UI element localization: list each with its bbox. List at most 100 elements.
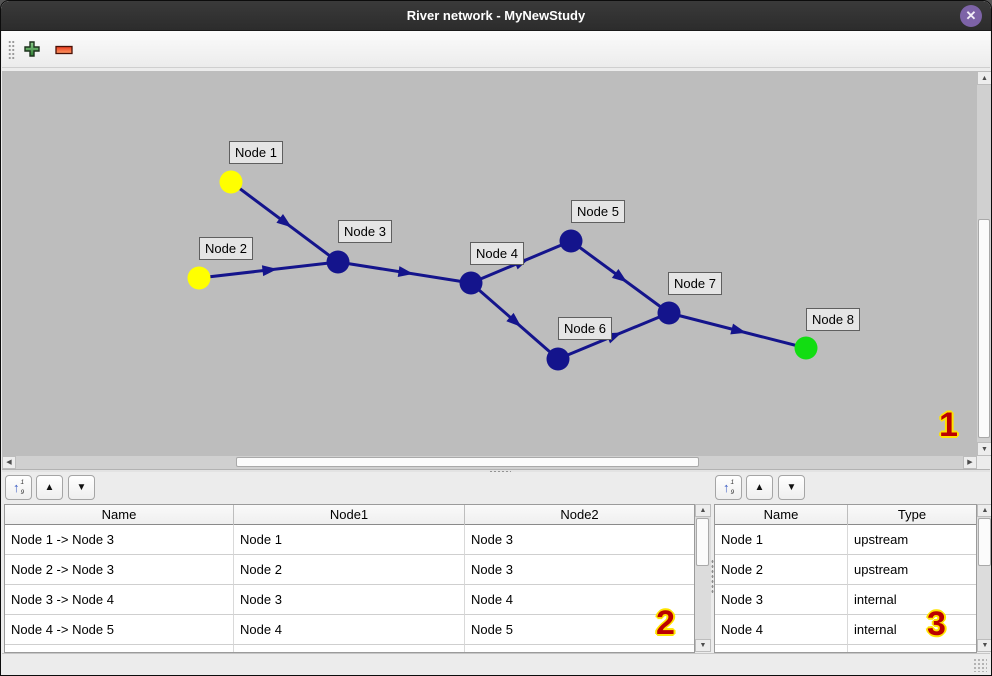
network-node[interactable] [326,250,350,274]
table-cell[interactable] [465,645,694,652]
table-cell[interactable]: upstream [848,555,976,585]
network-node[interactable] [459,271,483,295]
table-cell[interactable]: Node 1 [234,525,465,555]
links-move-down-button[interactable]: ▼ [68,475,95,500]
vertical-scroll-thumb[interactable] [696,518,709,566]
vertical-scroll-thumb[interactable] [978,219,990,438]
network-graph [187,170,818,371]
main-toolbar [2,31,990,68]
node-label[interactable]: Node 6 [558,317,612,340]
tables-splitter[interactable] [711,504,714,652]
column-header[interactable]: Name [715,505,848,525]
scroll-down-icon: ▼ [981,446,988,453]
scroll-right-icon: ▶ [967,459,973,466]
table-cell[interactable]: Node 2 [234,555,465,585]
table-cell[interactable]: Node 4 [465,585,694,615]
network-node[interactable] [559,229,583,253]
vertical-scroll-thumb[interactable] [978,518,991,566]
table-cell[interactable]: Node 1 [715,525,848,555]
node-label[interactable]: Node 1 [229,141,283,164]
table-cell[interactable]: internal [848,585,976,615]
scroll-down-icon: ▼ [981,642,989,649]
table-cell[interactable]: Node 4 -> Node 5 [5,615,234,645]
canvas-vertical-scrollbar: ▲ ▼ [977,71,991,456]
network-node[interactable] [546,347,570,371]
node-label[interactable]: Node 8 [806,308,860,331]
canvas-horizontal-scrollbar: ◀ ▶ [2,456,977,469]
column-header[interactable]: Name [5,505,234,525]
move-up-icon: ▲ [754,481,765,493]
table-cell[interactable]: Node 3 [465,525,694,555]
table-row[interactable] [715,645,976,652]
node-label[interactable]: Node 2 [199,237,253,260]
table-cell[interactable]: Node 3 [234,585,465,615]
node-label[interactable]: Node 4 [470,242,524,265]
node-label[interactable]: Node 7 [668,272,722,295]
table-header-row: Name Type [715,505,976,525]
resize-grip[interactable] [973,658,987,672]
node-label[interactable]: Node 3 [338,220,392,243]
table-cell[interactable]: Node 4 [715,615,848,645]
scroll-right-button[interactable]: ▶ [963,456,977,469]
table-cell[interactable]: upstream [848,525,976,555]
network-node[interactable] [187,266,211,290]
horizontal-scroll-thumb[interactable] [236,457,699,467]
scroll-up-button[interactable]: ▲ [977,71,991,85]
table-row[interactable] [5,645,694,652]
table-cell[interactable]: Node 3 [465,555,694,585]
table-cell[interactable] [848,645,976,652]
splitter-handle-dots [489,470,511,473]
canvas-tables-splitter[interactable] [2,469,990,473]
scroll-left-button[interactable]: ◀ [2,456,16,469]
network-node[interactable] [657,301,681,325]
column-header[interactable]: Node1 [234,505,465,525]
scroll-down-button[interactable]: ▼ [977,442,991,456]
edge-arrow-icon [730,323,747,335]
table-cell[interactable]: Node 4 [234,615,465,645]
column-header[interactable]: Node2 [560,507,599,522]
nodes-move-up-button[interactable]: ▲ [746,475,773,500]
network-node[interactable] [219,170,243,194]
add-button[interactable] [19,37,45,63]
close-button[interactable]: ✕ [960,5,982,27]
scroll-up-button[interactable]: ▲ [977,504,991,517]
table-cell[interactable]: internal [848,615,976,645]
nodes-move-down-button[interactable]: ▼ [778,475,805,500]
toolbar-drag-handle[interactable] [8,40,15,60]
column-header[interactable]: Type [897,507,927,522]
table-cell[interactable]: Node 3 -> Node 4 [5,585,234,615]
table-cell[interactable] [5,645,234,652]
network-node[interactable] [794,336,818,360]
scroll-up-button[interactable]: ▲ [695,504,711,517]
links-move-up-button[interactable]: ▲ [36,475,63,500]
table-cell[interactable]: Node 1 -> Node 3 [5,525,234,555]
scroll-down-button[interactable]: ▼ [977,639,991,652]
network-canvas[interactable]: Node 1 Node 2 Node 3 Node 4 Node 5 Node 6 Node… [2,71,977,456]
table-cell[interactable]: Node 2 [715,555,848,585]
table-cell[interactable] [234,645,465,652]
edge-arrow-icon [506,312,522,327]
table-cell[interactable]: Node 2 -> Node 3 [5,555,234,585]
splitter-handle-dots [711,559,714,595]
table-cell[interactable]: Node 3 [715,585,848,615]
remove-button[interactable] [51,37,77,63]
scroll-down-button[interactable]: ▼ [695,639,711,652]
table-cell[interactable]: Node 5 [465,615,694,645]
move-down-icon: ▼ [786,481,797,493]
node-label[interactable]: Node 5 [571,200,625,223]
table-cell[interactable] [715,645,848,652]
